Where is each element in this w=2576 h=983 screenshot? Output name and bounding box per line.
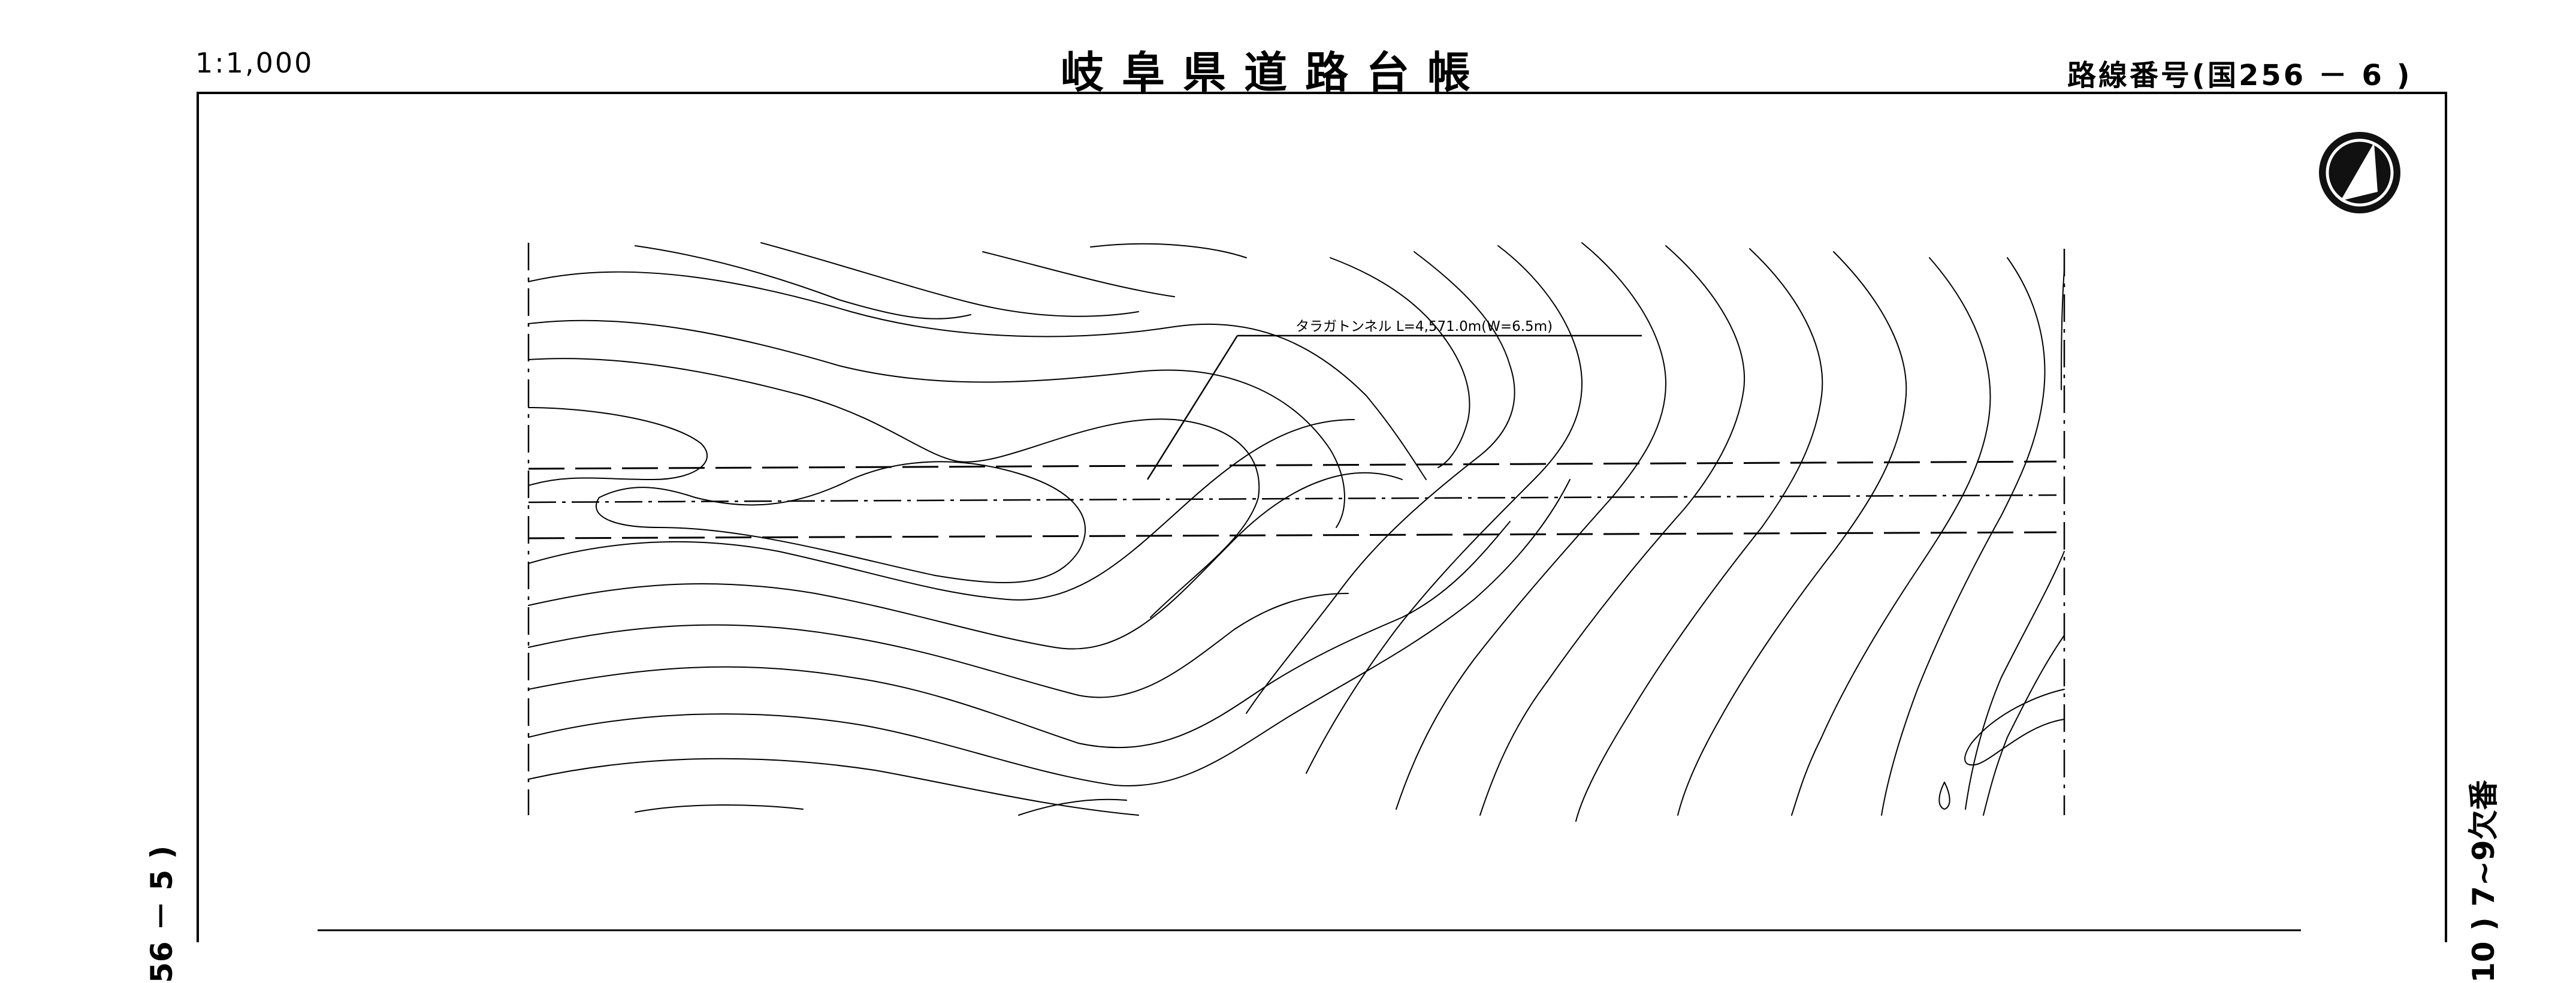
- sheet-frame: [197, 92, 2447, 942]
- tunnel-annotation: [1146, 334, 1642, 480]
- road-edge-lines: [528, 460, 2057, 539]
- plot-boundary: [527, 243, 2065, 815]
- route-number: 路線番号(国256 － 6 ): [2067, 59, 2412, 92]
- tunnel-label: タラガトンネル L=4,571.0m(W=6.5m): [1295, 319, 1553, 334]
- contour-lines: [528, 242, 2065, 822]
- road-map-sheet: タラガトンネル L=4,571.0m(W=6.5m): [197, 92, 2447, 942]
- page-title: 岐阜県道路台帳: [1061, 47, 1489, 98]
- road-centerline: [528, 494, 2057, 503]
- map-scale: 1:1,000: [195, 47, 314, 79]
- north-arrow-icon: [2319, 132, 2400, 213]
